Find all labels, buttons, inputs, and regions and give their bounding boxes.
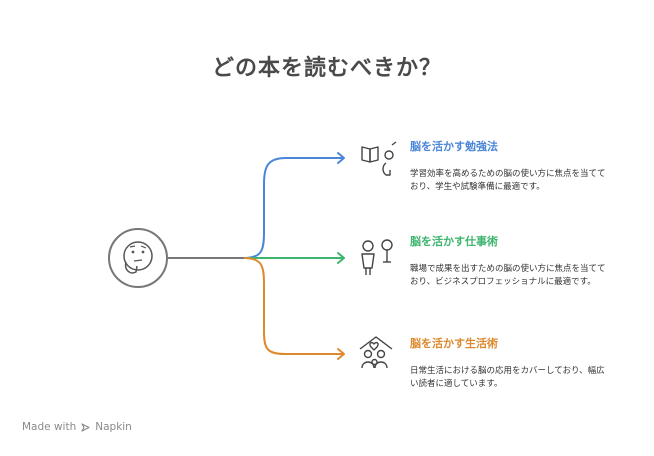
branch-life: 脳を活かす生活術 日常生活における脳の応用をカバーしており、幅広い読者に適してい… bbox=[410, 335, 610, 391]
branch-line-study bbox=[243, 157, 343, 259]
branch-desc-work: 職場で成果を出すための脳の使い方に焦点を当てており、ビジネスプロフェッショナルに… bbox=[410, 264, 606, 287]
book-icon bbox=[361, 141, 397, 176]
napkin-brand[interactable]: Napkin bbox=[95, 421, 132, 433]
branch-line-life bbox=[243, 257, 343, 355]
branch-study: 脳を活かす勉強法 学習効率を高めるための脳の使い方に焦点を当てており、学生や試験… bbox=[410, 138, 610, 194]
branch-title-work: 脳を活かす仕事術 bbox=[410, 235, 498, 248]
napkin-logo-icon bbox=[81, 422, 90, 432]
arrowhead-life bbox=[337, 348, 345, 360]
branch-title-study: 脳を活かす勉強法 bbox=[410, 140, 498, 153]
page-title: どの本を読むべきか？ bbox=[211, 56, 442, 81]
family-home-icon bbox=[359, 336, 393, 369]
branch-desc-life: 日常生活における脳の応用をカバーしており、幅広い読者に適しています。 bbox=[410, 366, 605, 389]
made-with-label: Made with bbox=[22, 421, 77, 433]
thinking-face-icon bbox=[108, 228, 168, 288]
arrowhead-work bbox=[337, 252, 345, 264]
arrowhead-study bbox=[337, 152, 345, 164]
professionals-icon bbox=[361, 239, 393, 275]
branch-title-life: 脳を活かす生活術 bbox=[410, 337, 498, 350]
footer: Made with Napkin bbox=[22, 421, 132, 433]
branch-work: 脳を活かす仕事術 職場で成果を出すための脳の使い方に焦点を当てており、ビジネスプ… bbox=[410, 233, 610, 289]
branch-desc-study: 学習効率を高めるための脳の使い方に焦点を当てており、学生や試験準備に最適です。 bbox=[410, 169, 606, 192]
